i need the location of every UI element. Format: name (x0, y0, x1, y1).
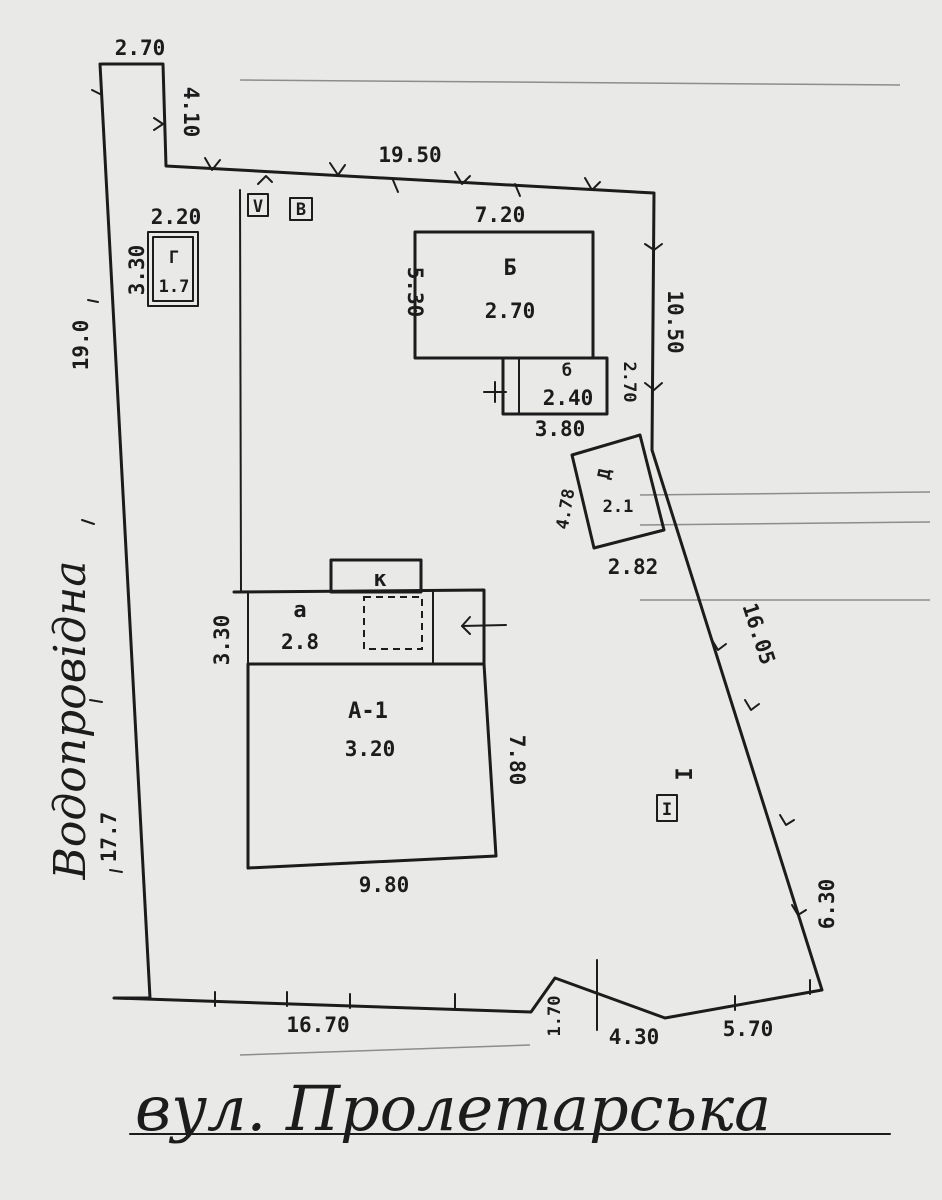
building-d-value: 2.1 (603, 497, 634, 517)
building-a-main-value: 3.20 (345, 737, 396, 761)
svg-text:I: I (662, 800, 672, 820)
building-a-main: А-1 3.20 9.80 7.80 (246, 662, 529, 897)
building-v-height: 2.70 (619, 362, 639, 403)
dim-bottom-middle: 4.30 (609, 1025, 660, 1049)
building-a-porch-letter: а (293, 598, 306, 623)
side-marker-i: I (673, 767, 698, 780)
dim-right-lower: 6.30 (815, 879, 839, 930)
dim-top-boundary: 19.50 (378, 143, 441, 167)
dim-left-upper: 19.0 (69, 320, 93, 371)
building-v-letter: б (562, 361, 572, 381)
building-b-letter: Б (503, 256, 516, 281)
building-v-value: 2.40 (543, 386, 594, 410)
building-b-value: 2.70 (485, 299, 536, 323)
building-g: Г 1.7 2.20 3.30 (125, 205, 202, 307)
building-d-height: 4.78 (553, 487, 580, 531)
svg-text:В: В (296, 200, 306, 220)
building-d-width: 2.82 (608, 555, 659, 579)
marker-box-v: V (247, 175, 273, 217)
dim-left-lower: 17.7 (97, 812, 121, 863)
building-v: б 2.40 3.80 2.70 (483, 356, 639, 441)
building-g-letter: Г (169, 248, 179, 268)
dim-right-upper: 10.50 (663, 290, 687, 353)
dim-bottom-right: 5.70 (723, 1017, 774, 1041)
background-marks (239, 79, 931, 1056)
building-g-value: 1.7 (159, 277, 190, 297)
svg-text:V: V (253, 197, 263, 217)
inner-fence-line (239, 189, 242, 593)
building-a-porch: к а 2.8 3.30 (210, 558, 507, 666)
boundary-ticks (81, 89, 811, 1011)
building-b-width: 7.20 (475, 203, 526, 227)
dim-top-notch-height: 4.10 (179, 87, 203, 138)
building-g-width: 2.20 (151, 205, 202, 229)
building-b: Б 2.70 7.20 5.30 (403, 203, 595, 360)
dim-bottom-jog: 1.70 (545, 996, 565, 1037)
porch-letter: к (373, 567, 386, 592)
building-a-main-width: 9.80 (359, 873, 410, 897)
marker-box-i: I (656, 794, 678, 822)
dim-right-diagonal: 16.05 (737, 600, 779, 668)
dim-top-notch-width: 2.70 (115, 36, 166, 60)
building-d-letter: Д (594, 467, 616, 481)
building-d: Д 2.1 2.82 4.78 (553, 433, 666, 579)
building-g-height: 3.30 (125, 245, 149, 296)
plot-boundary (98, 62, 824, 1031)
building-b-height: 5.30 (403, 267, 427, 318)
dim-bottom-left: 16.70 (286, 1013, 349, 1037)
building-v-width: 3.80 (535, 417, 586, 441)
building-a-main-letter: А-1 (348, 699, 388, 724)
street-bottom-label: вул. Пролетарська (135, 1072, 771, 1145)
boundary-dimensions: 2.70 4.10 19.50 19.0 17.7 10.50 16.05 6.… (69, 36, 839, 1049)
building-a-porch-value: 2.8 (281, 630, 319, 654)
building-a-main-height: 7.80 (505, 735, 529, 786)
marker-box-b: В (289, 197, 313, 221)
building-a-porch-height: 3.30 (210, 615, 234, 666)
street-left-label: Водопровідна (45, 561, 96, 881)
